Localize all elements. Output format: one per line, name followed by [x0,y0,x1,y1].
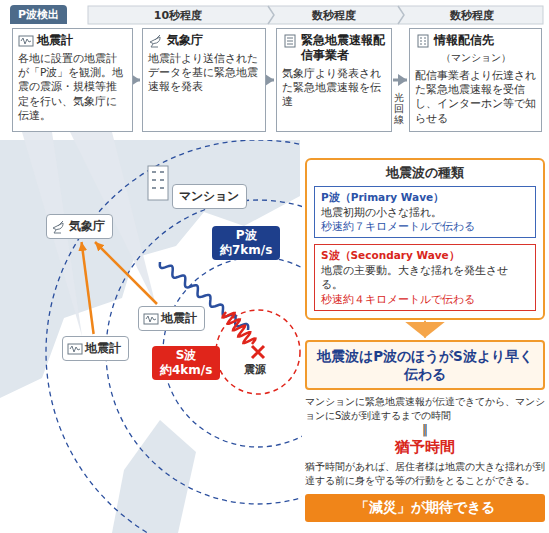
map-building: マンション [172,184,247,209]
dish-stand [54,221,63,233]
wave-front [46,140,302,533]
seis-trace [146,316,156,322]
dish-shape [53,223,63,230]
node-heading: 地震波の種類 [314,164,536,182]
node-heading: 地震計 [83,340,121,357]
node-heading: 地震計 [18,33,127,48]
node-text: 配信事業者より伝達された緊急地震速報を受信し、インターホン等で知らせる [415,68,536,125]
seis-body [68,344,82,354]
key-term: 猶予時間 [305,438,545,457]
node-heading: 緊急地震速報配信事業者 [282,33,386,63]
building-body [148,166,168,200]
dish-shape [150,37,160,44]
line-label: 光回線 [394,92,404,125]
header-bar [88,6,543,24]
node-text: 気象庁より発表された緊急地震速報を伝達 [282,66,386,109]
connector-arrow [82,242,94,334]
duration-label: 10秒程度 [151,8,205,23]
result-box: 「減災」が期待できる [305,494,545,522]
epicenter-label: 震源 [242,362,268,377]
equals-mark: ‖ [305,424,545,437]
bldg-windows [420,38,426,44]
map-station: 気象庁 [46,214,113,239]
node-text: 地震計より送信されたデータを基に緊急地震速報を発表 [148,51,260,94]
p-wave-box: P波（Primary Wave）地震初期の小さな揺れ。秒速約７キロメートルで伝わ… [314,186,536,238]
node-heading: S波 [160,348,212,363]
node-heading: 情報配信先 [415,33,536,48]
map-seismometer: 地震計 [62,336,129,361]
s-wave-front [216,310,300,394]
connector-arrow [95,242,157,304]
dish-stand [151,35,160,47]
map-seismometer: 地震計 [138,306,205,331]
node-heading: P波 [220,228,272,243]
seis-icon [18,34,34,48]
connector-arrow [393,79,407,82]
duration-label: 数秒程度 [309,8,359,23]
epicenter-mark [252,346,264,358]
node-heading: 地震計 [159,310,197,327]
s-wave-box: S波（Secondary Wave）地震の主要動。大きな揺れを発生させる。秒速約… [314,244,536,311]
stage-tab: P波検出 [10,5,67,24]
header-divider [268,6,404,24]
node-text: 各地に設置の地震計が「P波」を観測。地震の震源・規模等推定を行い、気象庁に伝達。 [18,51,127,122]
wave-front [106,200,302,504]
node-heading: S波（Secondary Wave） [321,248,529,263]
node-text: 地震初期の小さな揺れ。 [321,205,529,220]
dish-icon [51,220,67,234]
node-text: 秒速約７キロメートルで伝わる [321,219,529,234]
node-heading: 気象庁 [148,33,260,48]
s-wave-badge: S波約4km/s [152,346,220,380]
note-text: 猶予時間があれば、居住者様は地震の大きな揺れが到達する前に身を守る等の行動をとる… [305,460,545,488]
wave-circles [46,140,302,533]
seis-trace [21,38,31,44]
process-box: 情報配信先 （マンション） 配信事業者より伝達された緊急地震速報を受信し、インターホ… [409,28,542,132]
message-box: 地震波はP波のほうがS波より早く伝わる [305,340,545,390]
connector-arrow [424,321,426,338]
node-heading: P波（Primary Wave） [321,190,529,205]
duration-label: 数秒程度 [447,8,497,23]
process-box: 気象庁地震計より送信されたデータを基に緊急地震速報を発表 [142,28,266,132]
node-heading: マンション [177,188,239,205]
process-box: 地震計各地に設置の地震計が「P波」を観測。地震の震源・規模等推定を行い、気象庁に… [12,28,133,132]
doc-lines [287,38,293,44]
p-wave-badge: P波約7km/s [212,226,280,260]
building-windows [152,172,164,188]
seis-icon [67,342,83,356]
seis-icon [143,312,159,326]
node-text: 約7km/s [220,243,272,258]
process-box: 緊急地震速報配信事業者気象庁より発表された緊急地震速報を伝達 [276,28,392,132]
seis-body [19,36,33,46]
seis-body [144,314,158,324]
node-heading: 気象庁 [67,218,105,235]
bldg-body [418,35,428,47]
dish-icon [148,34,164,48]
bldg-icon [415,34,431,48]
info-panel: 地震波の種類 P波（Primary Wave）地震初期の小さな揺れ。秒速約７キロメ… [305,158,545,320]
node-text: 秒速約４キロメートルで伝わる [321,292,529,307]
building-icon [148,166,168,200]
doc-body [285,35,295,47]
seis-trace [70,346,80,352]
node-text: 約4km/s [160,363,212,378]
s-wave-line [223,312,256,344]
node-heading: 「減災」が期待できる [310,499,540,517]
note-text: マンションに緊急地震速報が伝達できてから、マンションにS波が到達するまでの時間 [305,395,545,423]
node-heading: 地震波はP波のほうがS波より早く伝わる [315,347,535,383]
connector-arrow [134,79,140,82]
node-text: （マンション） [415,51,536,65]
node-text: 地震の主要動。大きな揺れを発生させる。 [321,263,529,292]
doc-icon [282,34,298,48]
connector-arrow [267,79,274,82]
